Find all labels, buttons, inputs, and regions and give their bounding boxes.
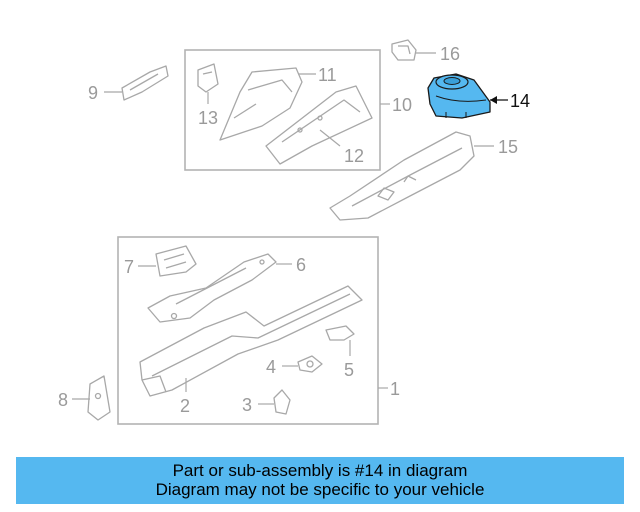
group-box-10 — [184, 49, 381, 171]
part-3-bracket[interactable] — [273, 389, 291, 415]
callout-10: 10 — [392, 95, 412, 115]
part-12-rail[interactable] — [265, 85, 373, 165]
info-banner: Part or sub-assembly is #14 in diagram D… — [16, 457, 624, 504]
part-15-apron-rail[interactable] — [329, 131, 475, 221]
callout-16: 16 — [440, 44, 460, 64]
callout-13: 13 — [198, 108, 218, 128]
part-9-rail[interactable] — [121, 65, 169, 101]
banner-line-1: Part or sub-assembly is #14 in diagram — [172, 461, 468, 480]
part-5-clip[interactable] — [325, 325, 355, 341]
leader-12 — [319, 129, 341, 147]
part-14-highlighted[interactable] — [427, 73, 491, 119]
callout-9: 9 — [88, 83, 98, 103]
part-2-frame-rail[interactable] — [139, 285, 363, 397]
group-box-1 — [117, 236, 379, 425]
part-13-bracket[interactable] — [197, 63, 219, 93]
part-6-reinforcement[interactable] — [147, 253, 277, 323]
part-4-bolt[interactable] — [297, 355, 323, 373]
callout-12: 12 — [344, 146, 364, 166]
banner-line-2: Diagram may not be specific to your vehi… — [155, 480, 485, 499]
callout-4: 4 — [266, 357, 276, 377]
callout-7: 7 — [124, 257, 134, 277]
part-16-bracket[interactable] — [391, 39, 417, 61]
callout-15: 15 — [498, 137, 518, 157]
parts-diagram: 16 9 13 11 12 10 14 — [58, 39, 530, 425]
callout-14: 14 — [510, 91, 530, 111]
callout-11: 11 — [318, 65, 337, 85]
callout-3: 3 — [242, 395, 252, 415]
part-7-bracket[interactable] — [155, 245, 197, 277]
part-11-wheelhouse[interactable] — [219, 67, 303, 141]
callout-8: 8 — [58, 390, 68, 410]
part-8-plate[interactable] — [87, 375, 111, 421]
callout-5: 5 — [344, 360, 354, 380]
callout-1: 1 — [390, 379, 400, 399]
callout-2: 2 — [180, 396, 190, 416]
callout-6: 6 — [296, 255, 306, 275]
